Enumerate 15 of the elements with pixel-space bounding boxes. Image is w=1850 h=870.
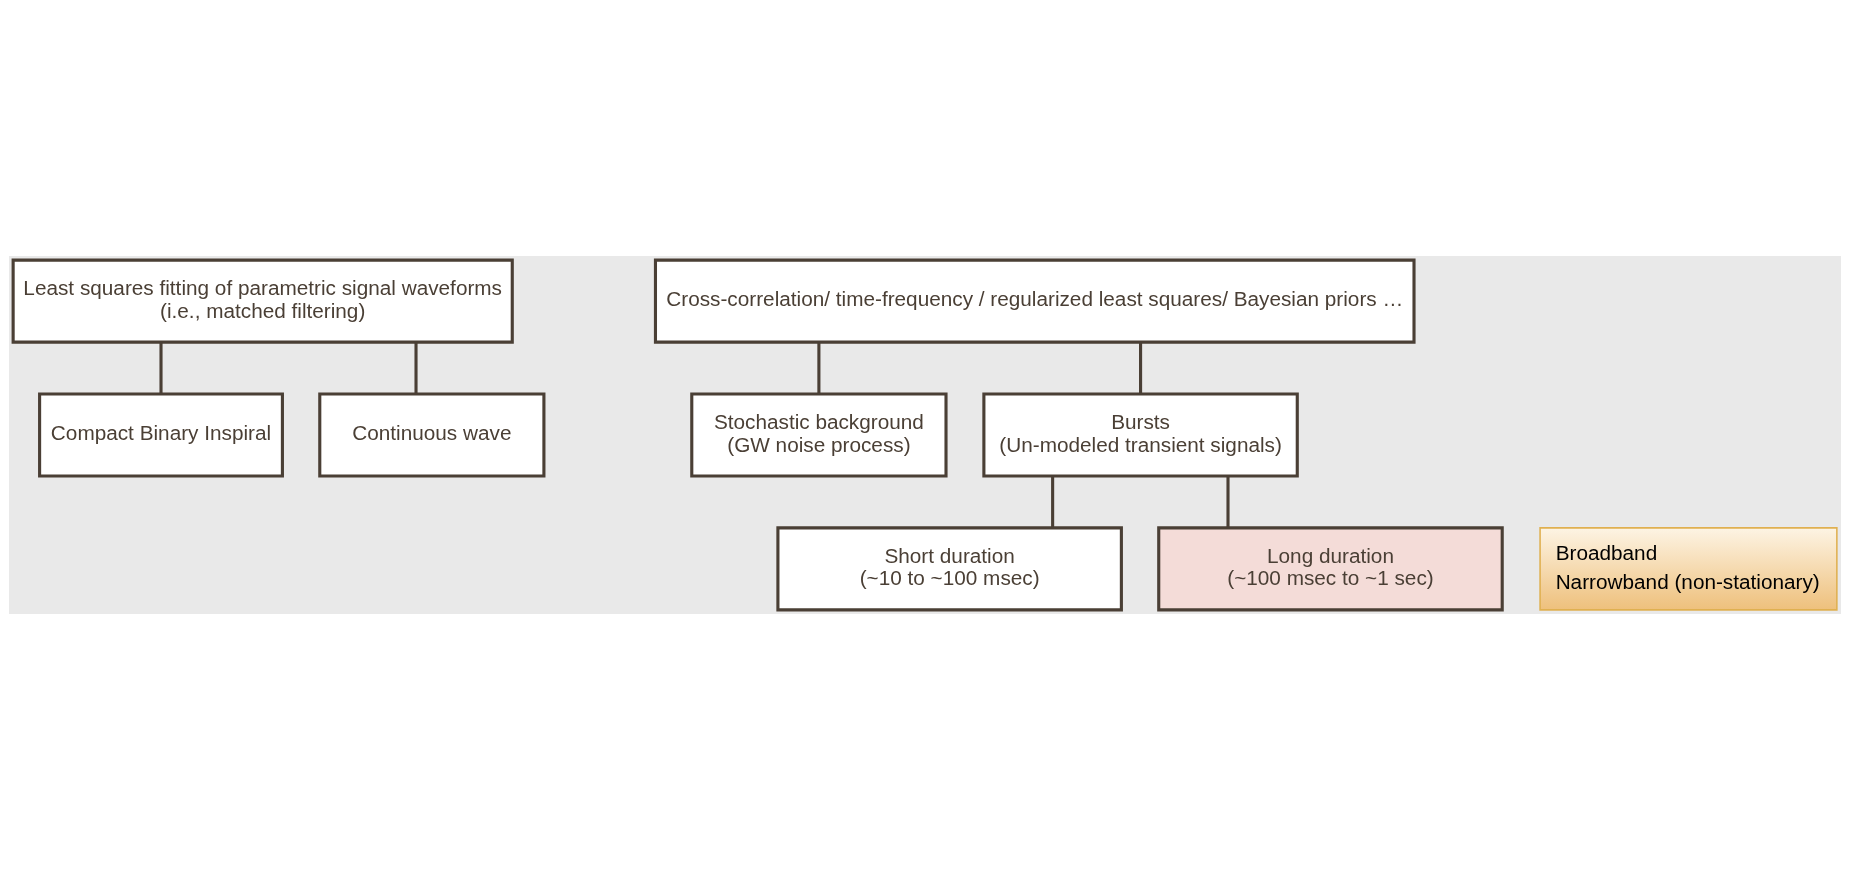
node-box: Short duration (~10 to ~100 msec) — [776, 526, 1123, 612]
connector — [1051, 476, 1055, 528]
node-box: Bursts (Un-modeled transient signals) — [982, 392, 1299, 478]
connector — [817, 342, 821, 394]
node-box: Cross-correlation/ time-frequency / regularized least squares/ Bayesian priors … — [653, 258, 1416, 344]
node-box: Broadband Narrowband (non-stationary) — [1539, 527, 1838, 611]
connector — [1226, 476, 1230, 528]
node-box: Continuous wave — [318, 392, 546, 478]
node-box: Least squares fitting of parametric signal waveforms (i.e., matched filtering) — [11, 258, 514, 344]
connector — [1139, 342, 1143, 394]
connector — [414, 342, 418, 394]
node-box: Compact Binary Inspiral — [38, 392, 284, 478]
connector — [159, 342, 163, 394]
node-box: Long duration (~100 msec to ~1 sec) — [1157, 526, 1504, 612]
node-box: Stochastic background (GW noise process) — [690, 392, 948, 478]
